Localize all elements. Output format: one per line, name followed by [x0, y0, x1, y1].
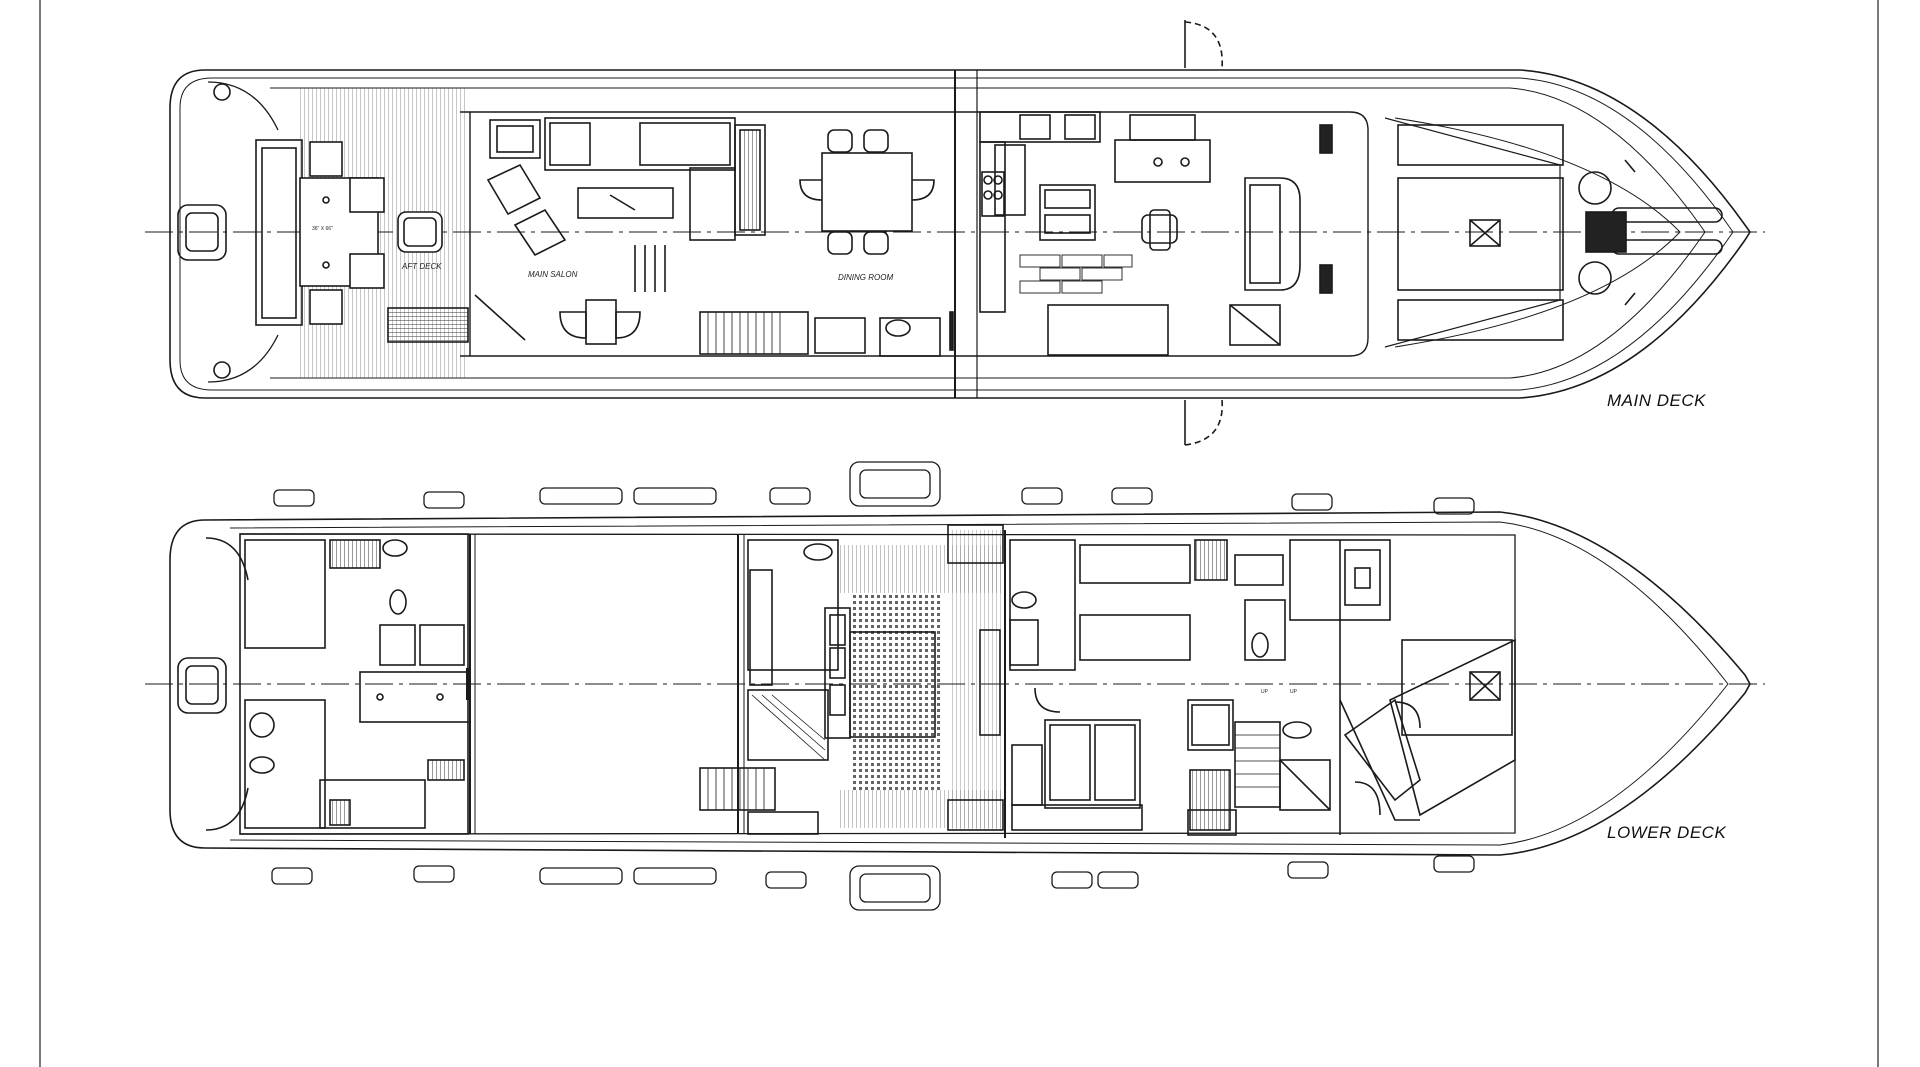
table-dimension-label: 36" X 66" [312, 226, 333, 232]
room-label-main-salon: MAIN SALON [528, 270, 578, 279]
galley-counter [979, 111, 1101, 143]
foredeck-sunpad [1397, 177, 1564, 291]
room-label-aft-deck: AFT DECK [401, 262, 442, 271]
main-deck-stairs [699, 311, 809, 355]
main-deck-superstructure [460, 111, 1369, 357]
lower-deck-plan [145, 461, 1765, 911]
forepeak-bed [1401, 639, 1513, 736]
room-label-dining-room: DINING ROOM [838, 273, 893, 282]
main-deck-plan [145, 20, 1765, 446]
lower-deck-up-label-2: UP [1290, 689, 1298, 695]
dining-table [821, 152, 913, 232]
lower-deck-portlights [271, 461, 1475, 911]
lower-deck-hull-outline [169, 511, 1751, 856]
main-deck-label: MAIN DECK [1607, 391, 1706, 410]
lower-deck-up-label-1: UP [1261, 689, 1269, 695]
main-deck-hull-outline [169, 69, 1751, 399]
master-cabin-floor [850, 595, 940, 790]
lower-deck-label: LOWER DECK [1607, 823, 1726, 842]
